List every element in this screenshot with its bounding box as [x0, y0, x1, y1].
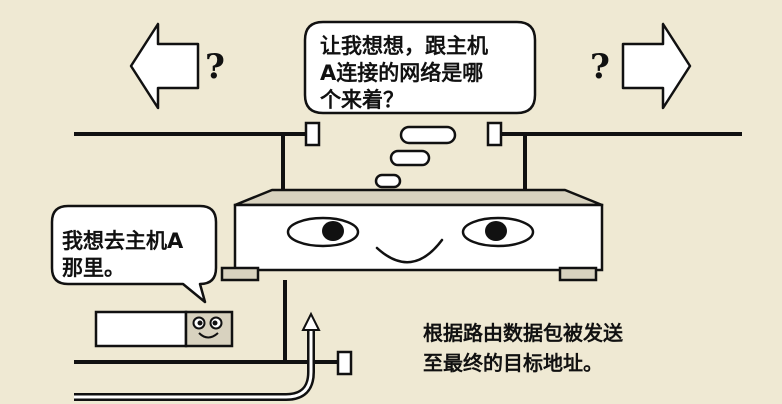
up-arrow-icon — [301, 311, 321, 331]
connector-right — [486, 121, 503, 147]
router-smile-icon — [375, 238, 444, 264]
thought-bubble-small — [374, 173, 402, 189]
router-face — [286, 216, 535, 264]
data-packet — [94, 310, 234, 348]
connector-bottom — [336, 350, 353, 376]
caption-line: 至最终的目标地址。 — [423, 351, 603, 375]
packet-smile-icon — [198, 332, 219, 339]
packet-bubble-line: 我想去主机A — [62, 229, 184, 253]
packet-bubble-line: 那里。 — [62, 256, 125, 280]
router-bubble-line: A连接的网络是哪 — [320, 61, 484, 85]
router-bubble-line: 让我想想，跟主机 — [320, 34, 488, 58]
router-body — [220, 188, 604, 282]
right-question-mark: ? — [590, 47, 610, 87]
router-bubble-line: 个来着？ — [320, 88, 404, 112]
packet-bubble-text: 我想去主机A 那里。 — [62, 228, 183, 282]
thought-bubble-large — [399, 125, 457, 145]
right-arrow-icon — [621, 22, 692, 110]
packet-speech-bubble — [50, 204, 218, 304]
caption-text: 根据路由数据包被发送 至最终的目标地址。 — [423, 318, 623, 378]
router-speech-bubble — [303, 20, 537, 115]
router-bubble-text: 让我想想，跟主机 A连接的网络是哪 个来着？ — [320, 33, 488, 114]
connector-left — [304, 121, 321, 147]
thought-bubble-medium — [389, 149, 431, 167]
caption-line: 根据路由数据包被发送 — [423, 321, 623, 345]
left-question-mark: ? — [205, 47, 225, 87]
left-arrow-icon — [129, 22, 200, 110]
